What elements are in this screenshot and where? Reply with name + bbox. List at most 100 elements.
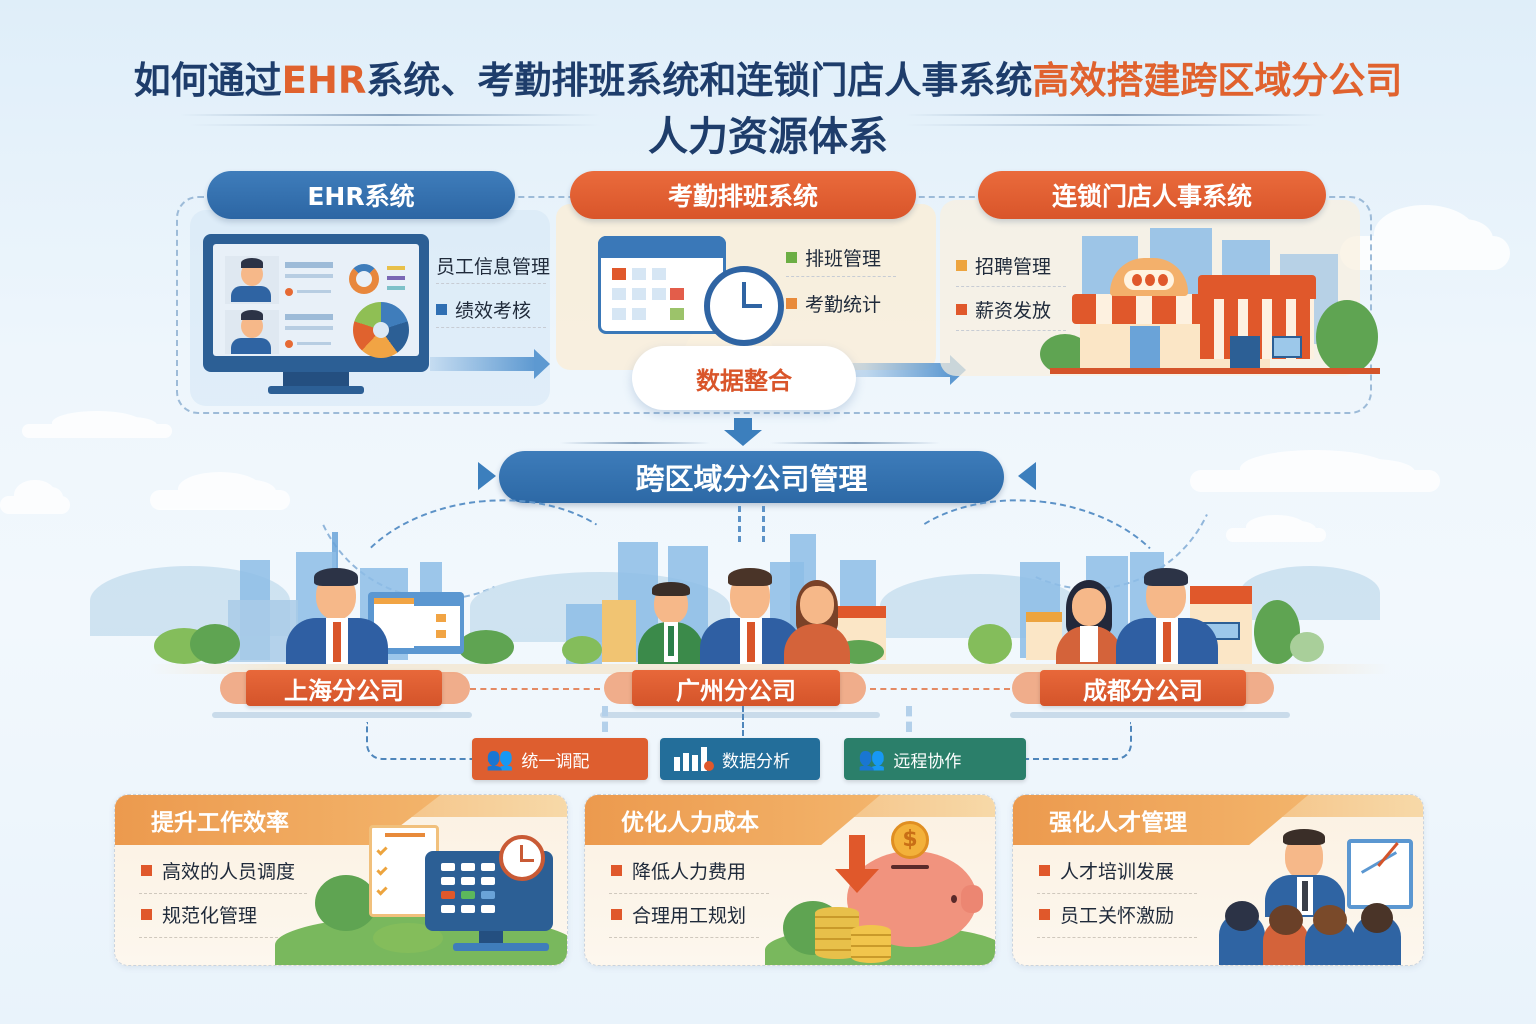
dashed-link xyxy=(470,688,600,690)
benefit-item: 高效的人员调度 xyxy=(141,857,295,884)
connector-dashed xyxy=(602,706,608,732)
ehr-feature-employee-info: 员工信息管理 xyxy=(436,256,551,278)
bullet-square-icon xyxy=(956,304,967,315)
central-label: 跨区域分公司管理 xyxy=(635,462,868,496)
arrow-down-icon xyxy=(724,418,762,446)
connector-dashed xyxy=(906,706,912,732)
chain-store-system-header: 连锁门店人事系统 xyxy=(978,171,1326,219)
ehr-feature-performance: 绩效考核 xyxy=(436,296,531,323)
background-cloud xyxy=(150,472,290,510)
title-divider-left xyxy=(180,114,600,116)
dashed-link xyxy=(870,688,1010,690)
connector-dashed xyxy=(1026,722,1132,760)
capability-data-analysis: 数据分析 xyxy=(660,738,820,780)
data-integration-label: 数据整合 xyxy=(696,366,792,395)
connector-dashed xyxy=(366,722,472,760)
benefit-card-talent: 强化人才管理 人才培训发展 员工关怀激励 xyxy=(1012,794,1424,966)
title-divider-right xyxy=(906,114,1326,116)
page-subtitle: 人力资源体系 xyxy=(648,114,888,160)
bullet-square-icon xyxy=(786,252,797,263)
divider xyxy=(956,330,1066,331)
branch-label: 上海分公司 xyxy=(284,676,404,705)
people-group-icon: 👥 xyxy=(486,746,514,772)
page-title: 如何通过EHR系统、考勤排班系统和连锁门店人事系统高效搭建跨区域分公司 xyxy=(0,50,1536,104)
divider xyxy=(956,286,1066,287)
bullet-square-icon xyxy=(786,298,797,309)
divider xyxy=(139,893,307,894)
branch-shadow xyxy=(212,712,472,718)
background-cloud xyxy=(1190,450,1440,492)
capability-unified-allocation: 👥 统一调配 xyxy=(472,738,648,780)
title-highlight: 高效搭建跨区域分公司 xyxy=(1032,59,1403,102)
benefit-card-title: 强化人才管理 xyxy=(1013,795,1309,845)
background-cloud xyxy=(1340,205,1510,270)
branch-label: 广州分公司 xyxy=(676,676,796,705)
connector-center xyxy=(762,506,765,542)
title-text: 如何通过 xyxy=(133,59,282,102)
benefit-card-cost: 优化人力成本 降低人力费用 合理用工规划 $ xyxy=(584,794,996,966)
divider xyxy=(436,327,546,328)
divider xyxy=(560,442,710,444)
title-divider-left xyxy=(190,124,600,126)
people-pair-icon: 👥 xyxy=(858,746,886,772)
bullet-square-icon xyxy=(1039,865,1050,876)
branch-guangzhou: 广州分公司 xyxy=(632,670,840,706)
background-cloud xyxy=(22,411,172,438)
benefit-item: 规范化管理 xyxy=(141,901,257,928)
bullet-square-icon xyxy=(141,909,152,920)
divider xyxy=(770,442,940,444)
benefit-item: 员工关怀激励 xyxy=(1039,901,1174,928)
capability-remote-collaboration: 👥 远程协作 xyxy=(844,738,1026,780)
guangzhou-staff-illustration xyxy=(636,582,706,664)
benefit-card-efficiency: 提升工作效率 高效的人员调度 规范化管理 xyxy=(114,794,568,966)
branch-shanghai: 上海分公司 xyxy=(246,670,442,706)
bullet-square-icon xyxy=(141,865,152,876)
ehr-system-header: EHR系统 xyxy=(207,171,515,219)
attendance-system-header: 考勤排班系统 xyxy=(570,171,916,219)
cross-region-management-banner: 跨区域分公司管理 xyxy=(499,451,1004,503)
divider xyxy=(436,283,546,284)
bar-chart-icon xyxy=(674,747,714,771)
divider xyxy=(609,937,759,938)
divider xyxy=(609,893,769,894)
arrow-left-icon xyxy=(1018,462,1036,490)
title-highlight: EHR xyxy=(281,59,367,102)
bullet-square-icon xyxy=(1039,909,1050,920)
connector-dashed xyxy=(742,706,744,736)
title-text: 系统、考勤排班系统和连锁门店人事系统 xyxy=(366,59,1033,102)
branch-shadow xyxy=(600,712,880,718)
attendance-feature-scheduling: 排班管理 xyxy=(786,244,881,271)
arrow-right-icon xyxy=(478,462,496,490)
divider xyxy=(1037,937,1197,938)
divider xyxy=(139,937,283,938)
chengdu-female-staff-illustration xyxy=(1054,580,1124,664)
bullet-square-icon xyxy=(611,909,622,920)
connector-center xyxy=(738,506,741,542)
arrow-right-icon xyxy=(430,349,550,379)
background-cloud xyxy=(0,479,70,514)
ground-strip xyxy=(150,664,1390,674)
bullet-square-icon xyxy=(436,304,447,315)
title-divider-right xyxy=(906,124,1316,126)
chain-store-feature-payroll: 薪资发放 xyxy=(956,296,1051,323)
benefit-card-title: 提升工作效率 xyxy=(115,795,441,845)
chengdu-manager-illustration xyxy=(1112,566,1222,666)
chain-store-feature-recruitment: 招聘管理 xyxy=(956,252,1051,279)
shanghai-manager-illustration xyxy=(282,566,392,666)
data-integration-cloud: 数据整合 xyxy=(632,320,856,410)
attendance-feature-statistics: 考勤统计 xyxy=(786,290,881,317)
divider xyxy=(786,276,896,277)
branch-chengdu: 成都分公司 xyxy=(1040,670,1246,706)
bullet-square-icon xyxy=(956,260,967,271)
arrow-right-icon xyxy=(850,355,966,385)
bullet-square-icon xyxy=(611,865,622,876)
benefit-item: 合理用工规划 xyxy=(611,901,746,928)
guangzhou-female-staff-illustration xyxy=(782,580,852,664)
benefit-item: 降低人力费用 xyxy=(611,857,746,884)
benefit-card-title: 优化人力成本 xyxy=(585,795,881,845)
branch-shadow xyxy=(1010,712,1290,718)
benefit-item: 人才培训发展 xyxy=(1039,857,1174,884)
divider xyxy=(1037,893,1197,894)
branch-label: 成都分公司 xyxy=(1083,676,1203,705)
background-cloud xyxy=(1226,515,1326,542)
